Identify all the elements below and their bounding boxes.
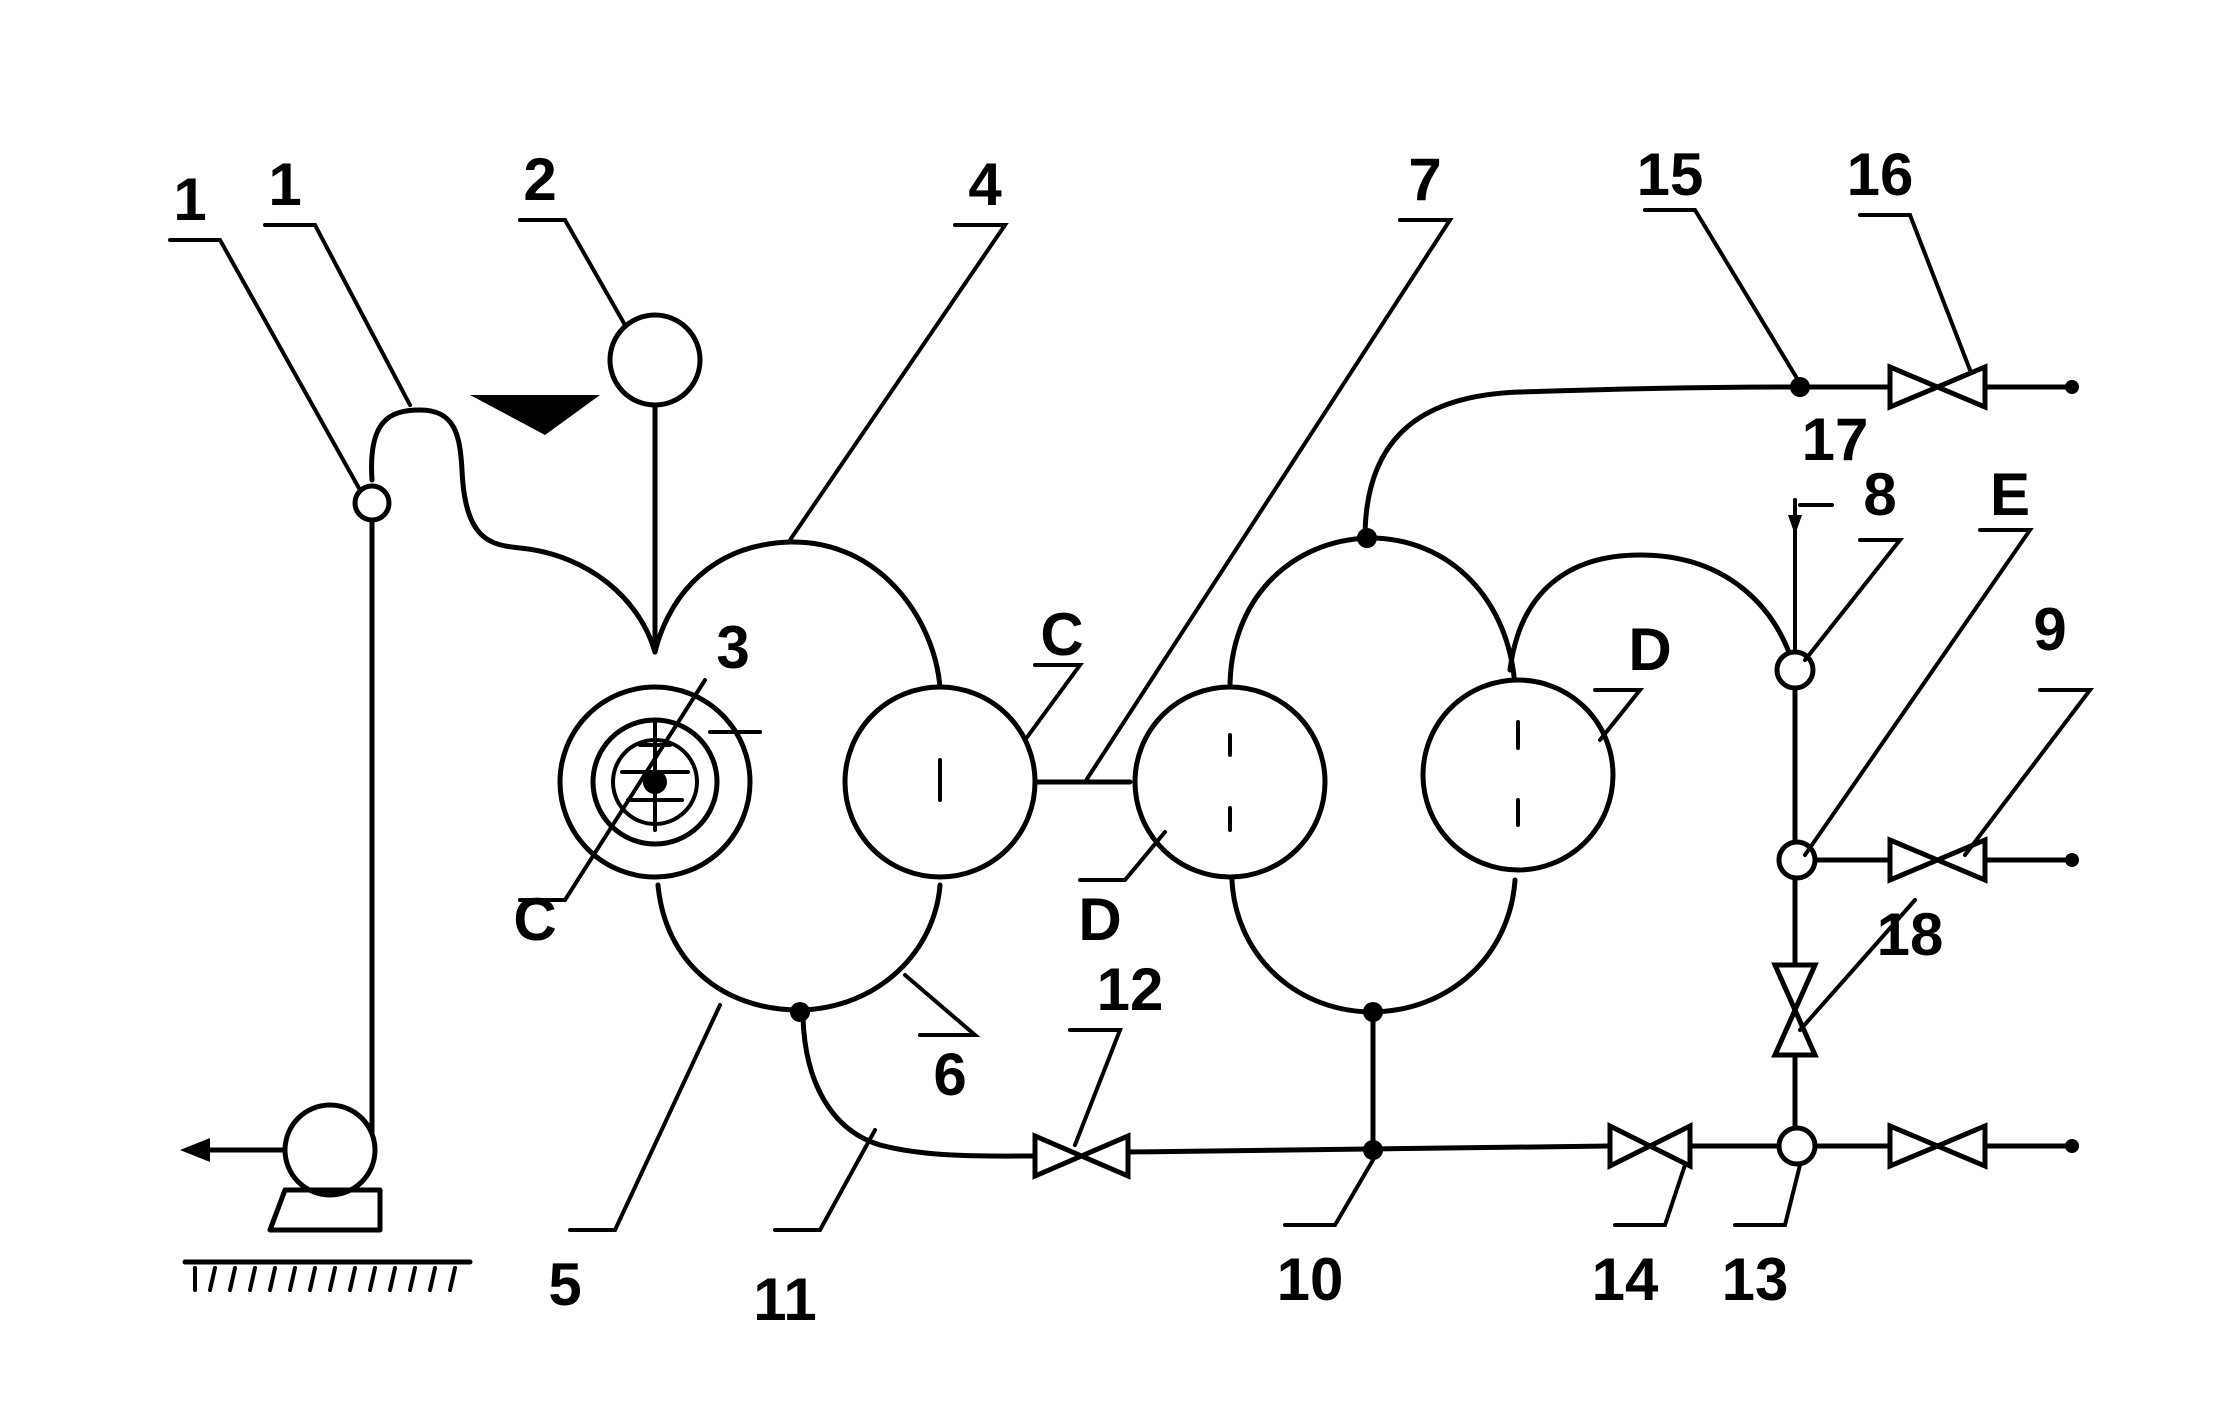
valve-bottom-outlet <box>1887 1122 1988 1170</box>
valve-18 <box>1771 962 1819 1058</box>
node-10 <box>1363 1002 1383 1022</box>
vessel-d-left <box>1132 684 1328 880</box>
probe-17-arrow <box>1788 515 1802 535</box>
pipes <box>369 384 2073 1159</box>
label-18: 18 <box>1877 901 1944 968</box>
label-16: 16 <box>1847 141 1914 208</box>
label-10: 10 <box>1277 1246 1344 1313</box>
label-3: 3 <box>716 614 749 681</box>
label-5: 5 <box>548 1251 581 1318</box>
label-e: E <box>1990 461 2030 528</box>
top-header-pipe <box>1362 384 1893 541</box>
node-top <box>1357 528 1377 548</box>
outlet-dot-9 <box>2065 853 2079 867</box>
vessel-8-upper-arc <box>1507 552 1798 673</box>
vessel-10-lower-arc <box>1229 877 1518 1015</box>
vessel-group-right <box>1132 528 1798 1160</box>
feed-pipe <box>369 407 658 655</box>
label-d-left: D <box>1078 886 1121 953</box>
node-5 <box>790 1002 810 1022</box>
label-17: 17 <box>1802 406 1869 473</box>
label-6: 6 <box>933 1041 966 1108</box>
feed-arrow-icon <box>470 395 600 435</box>
label-2: 2 <box>523 146 556 213</box>
label-d-right: D <box>1628 616 1671 683</box>
label-1b: 1 <box>268 151 301 218</box>
label-c-left: C <box>513 886 556 953</box>
valve-16 <box>1887 363 1988 411</box>
pump-icon <box>282 1102 378 1198</box>
label-13: 13 <box>1722 1246 1789 1313</box>
label-c-right: C <box>1040 601 1083 668</box>
vessel-group-left <box>557 539 1038 1022</box>
vessel-4-upper-arc <box>652 539 943 691</box>
gauge-1 <box>352 483 392 523</box>
component-2 <box>607 312 703 408</box>
label-12: 12 <box>1097 956 1164 1023</box>
label-7: 7 <box>1408 146 1441 213</box>
label-15: 15 <box>1637 141 1704 208</box>
node-bottom-10 <box>1363 1140 1383 1160</box>
outlet-dot-bottom <box>2065 1139 2079 1153</box>
labels: 1 1 2 3 4 5 6 7 8 9 10 11 12 13 14 15 16… <box>173 141 2066 1333</box>
label-8: 8 <box>1863 461 1896 528</box>
leader-lines <box>168 208 2095 1232</box>
vessel-7-upper-arc <box>1227 535 1518 691</box>
outlet-dot-16 <box>2065 380 2079 394</box>
valve-14 <box>1607 1121 1693 1171</box>
label-4: 4 <box>968 151 1002 218</box>
valve-9 <box>1887 836 1988 884</box>
node-13 <box>1776 1125 1818 1167</box>
pump <box>180 1102 473 1292</box>
node-15 <box>1790 377 1810 397</box>
label-11: 11 <box>753 1266 816 1333</box>
agitator-icon <box>611 720 699 832</box>
label-1a: 1 <box>173 166 206 233</box>
valve-12 <box>1032 1132 1131 1180</box>
label-14: 14 <box>1592 1246 1659 1313</box>
vessel-5-lower-arc <box>655 882 943 1013</box>
pipe-11 <box>800 1015 1038 1159</box>
label-9: 9 <box>2033 596 2066 663</box>
vessel-d-right <box>1420 677 1616 873</box>
